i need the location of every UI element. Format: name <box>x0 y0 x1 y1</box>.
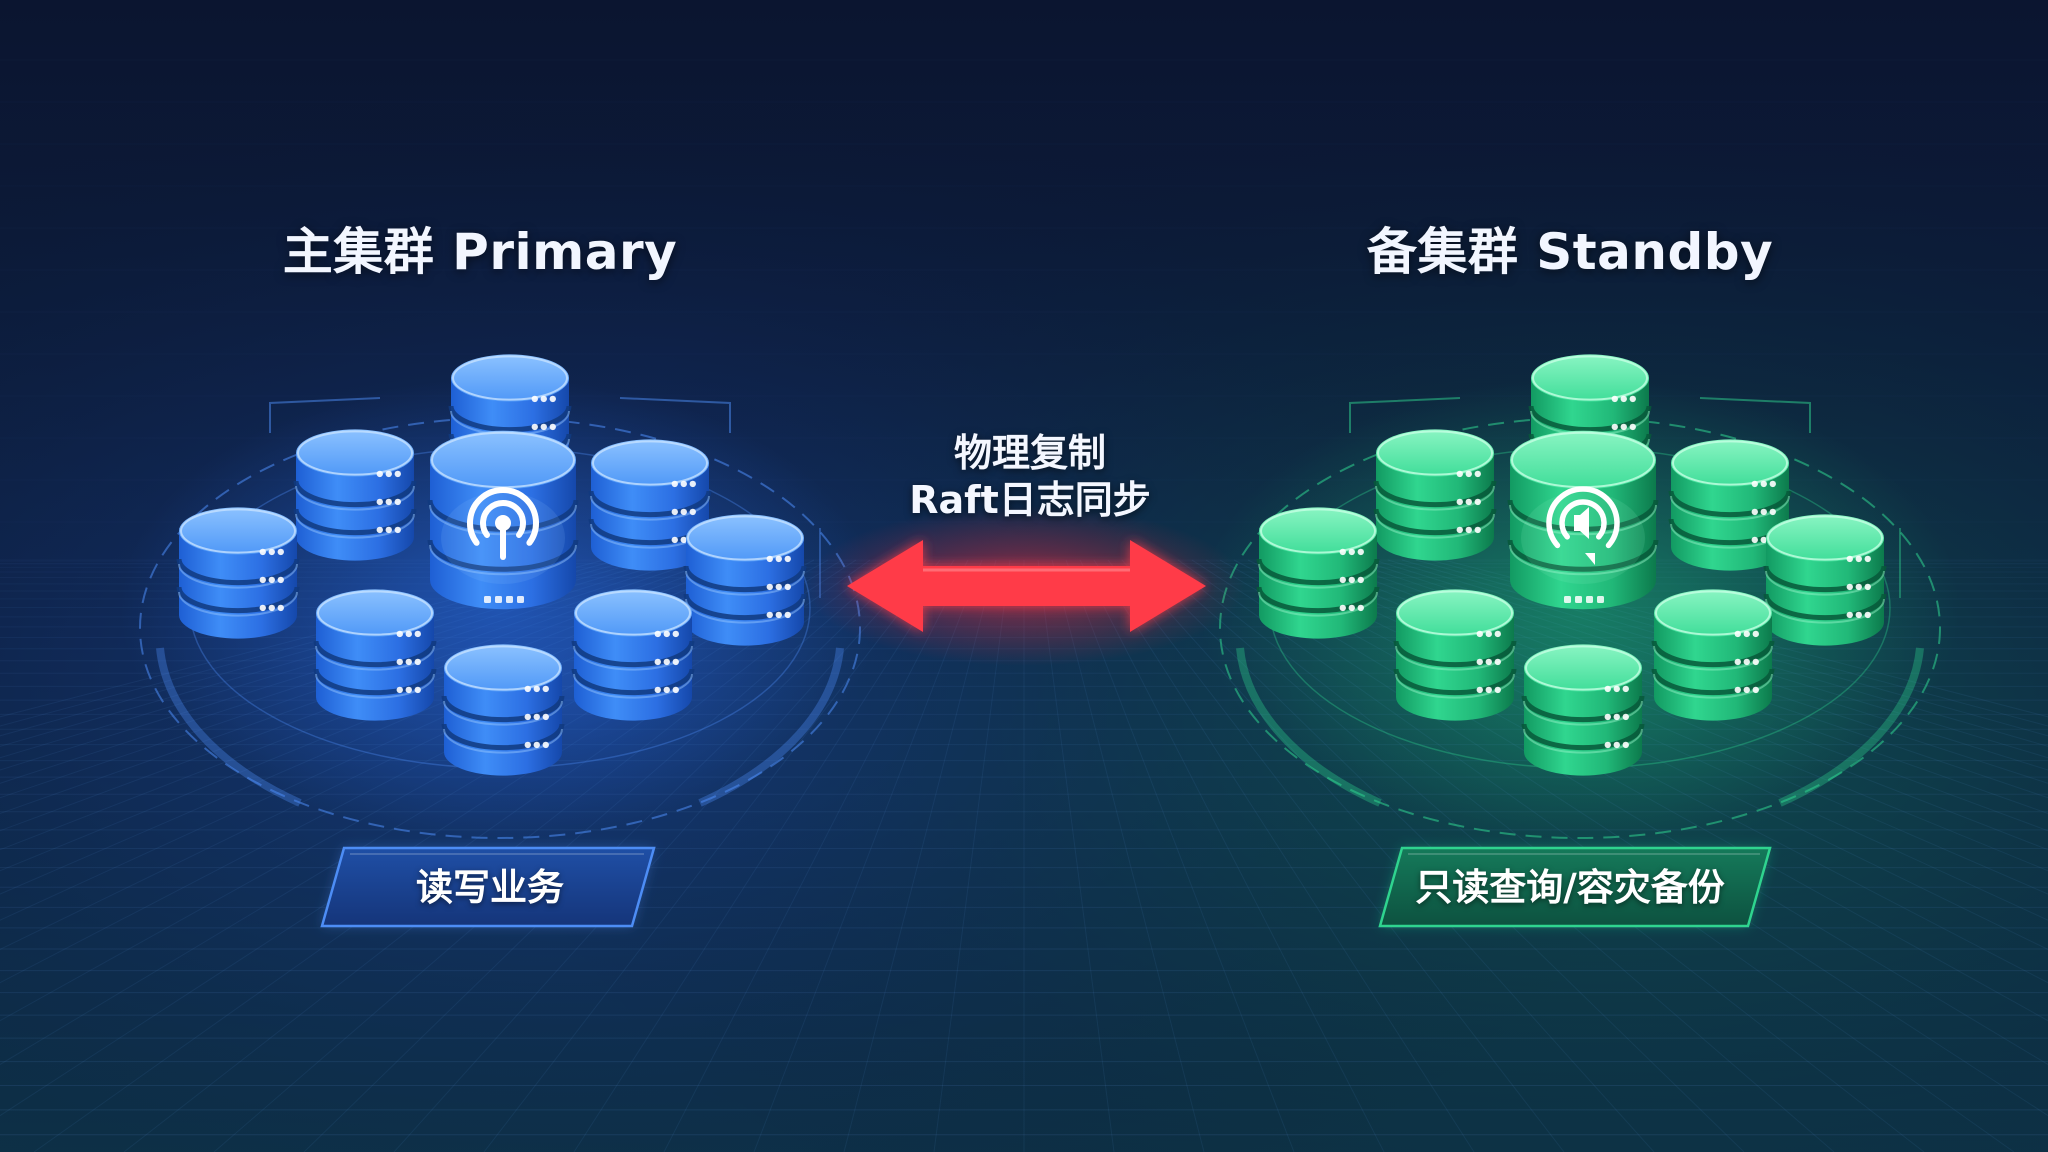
standby-cluster-title: 备集群 Standby <box>1366 223 1774 281</box>
standby-cluster <box>1200 354 1960 839</box>
standby-db-node-far-right <box>1763 514 1887 646</box>
primary-cluster <box>120 354 880 839</box>
standby-db-node-lower-right <box>1651 589 1775 721</box>
standby-db-node-upper-right <box>1668 439 1792 571</box>
primary-core-db-node <box>427 430 579 610</box>
primary-role-badge <box>320 846 656 928</box>
audio-broadcast-icon <box>1546 486 1620 565</box>
standby-core-db-node <box>1507 430 1659 610</box>
primary-db-node-lower-right <box>571 589 695 721</box>
replication-method-label: 物理复制 <box>953 431 1106 475</box>
broadcast-signal-icon <box>467 487 539 560</box>
standby-db-node-lower-left <box>1393 589 1517 721</box>
primary-db-node-far-right <box>683 514 807 646</box>
replication-protocol-label: Raft日志同步 <box>909 478 1151 522</box>
primary-db-node-lower-left <box>313 589 437 721</box>
primary-db-node-upper-left <box>293 429 417 561</box>
primary-db-node-upper-right <box>588 439 712 571</box>
standby-role-label: 只读查询/容灾备份 <box>1415 866 1725 909</box>
standby-db-node-far-left <box>1256 507 1380 639</box>
standby-db-node-upper-left <box>1373 429 1497 561</box>
primary-db-node-far-left <box>176 507 300 639</box>
primary-role-label: 读写业务 <box>416 866 564 909</box>
replication-arrow-icon <box>805 506 1245 666</box>
standby-role-badge <box>1378 846 1772 928</box>
standby-db-node-bottom <box>1521 644 1645 776</box>
primary-cluster-title: 主集群 Primary <box>282 223 678 281</box>
primary-db-node-bottom <box>441 644 565 776</box>
